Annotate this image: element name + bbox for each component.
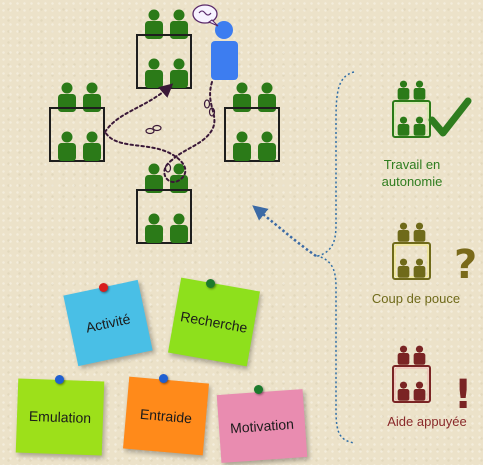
sticky-note-recherche: Recherche (168, 277, 260, 367)
legend-label-line: autonomie (381, 174, 443, 189)
legend-label-autonomie: Travail en autonomie (376, 156, 448, 190)
pushpin-icon (254, 385, 263, 394)
desk (224, 107, 280, 162)
teacher-icon (211, 21, 238, 80)
legend-label-coup-de-pouce: Coup de pouce (371, 291, 461, 306)
route-arrow (104, 83, 174, 133)
sticky-note-label: Recherche (179, 308, 249, 336)
student-icon (145, 213, 163, 243)
sticky-note-label: Emulation (28, 407, 92, 427)
desk-group-left (49, 82, 105, 162)
question-mark-icon: ? (454, 242, 477, 288)
desk (136, 189, 192, 244)
exclamation-mark-icon: ! (454, 372, 472, 418)
student-icon (145, 163, 163, 193)
student-icon (58, 131, 76, 161)
legend-label-line: Travail en (383, 157, 441, 172)
desk-group-bottom (136, 163, 192, 244)
student-icon (233, 131, 251, 161)
pushpin-icon (99, 283, 108, 292)
sticky-note-label: Motivation (229, 415, 295, 437)
student-icon (258, 131, 276, 161)
legend-icon-coup-de-pouce (392, 222, 431, 280)
student-icon (170, 58, 188, 88)
checkmark-icon (428, 97, 472, 137)
desk (49, 107, 105, 162)
sticky-note-motivation: Motivation (216, 389, 308, 463)
legend-brace (315, 71, 355, 444)
sticky-note-label: Entraide (139, 405, 193, 427)
legend-icon-aide-appuyee (392, 345, 431, 403)
speech-bubble-icon (192, 4, 219, 27)
footprint-icon (145, 99, 216, 173)
student-icon (170, 213, 188, 243)
pushpin-icon (159, 374, 168, 383)
legend-icon-autonomie (392, 80, 431, 138)
student-icon (145, 58, 163, 88)
student-icon (83, 131, 101, 161)
desk-group-right (224, 82, 280, 162)
teacher-route (104, 81, 216, 183)
legend-label-aide-appuyee: Aide appuyée (387, 414, 467, 429)
feedback-arrow (252, 205, 317, 258)
pushpin-icon (206, 279, 215, 288)
sticky-note-entraide: Entraide (123, 376, 209, 456)
desk-group-top (136, 9, 192, 89)
sticky-note-label: Activité (84, 310, 132, 336)
pushpin-icon (55, 375, 64, 384)
route-segment (171, 81, 216, 161)
sticky-note-emulation: Emulation (15, 378, 105, 456)
route-segment (104, 131, 187, 183)
